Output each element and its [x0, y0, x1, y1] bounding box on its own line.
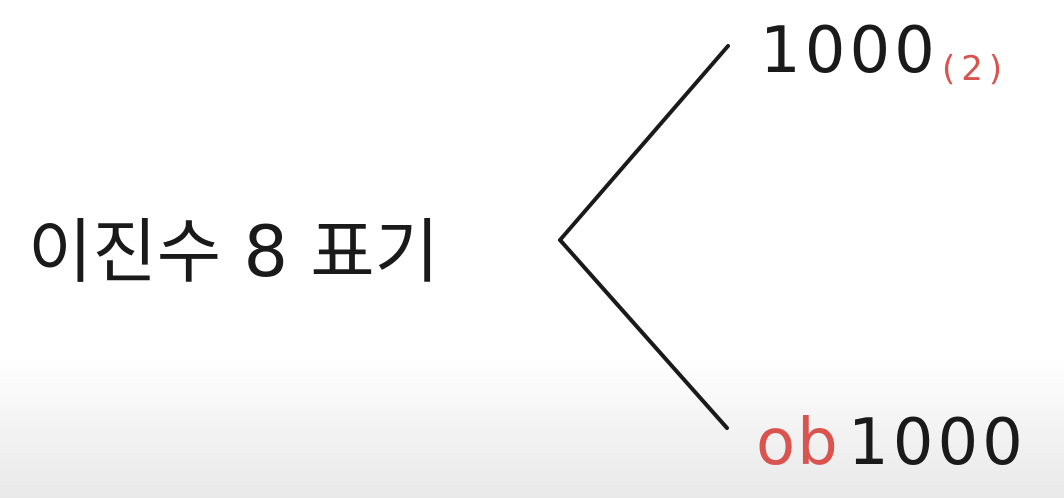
branch-lower-prefix: ob: [756, 406, 840, 480]
branch-line-upper: [558, 44, 730, 242]
branch-upper-value: 1000: [760, 14, 939, 88]
branch-line-lower: [558, 238, 729, 430]
branch-upper-subscript: (2): [942, 49, 1008, 89]
root-label: 이진수 8 표기: [28, 211, 439, 293]
branch-lower: ob 1000: [756, 406, 1027, 480]
branch-lower-value: 1000: [848, 406, 1027, 480]
branch-upper: 1000 (2): [760, 14, 1008, 89]
branch-lines: [558, 44, 730, 430]
